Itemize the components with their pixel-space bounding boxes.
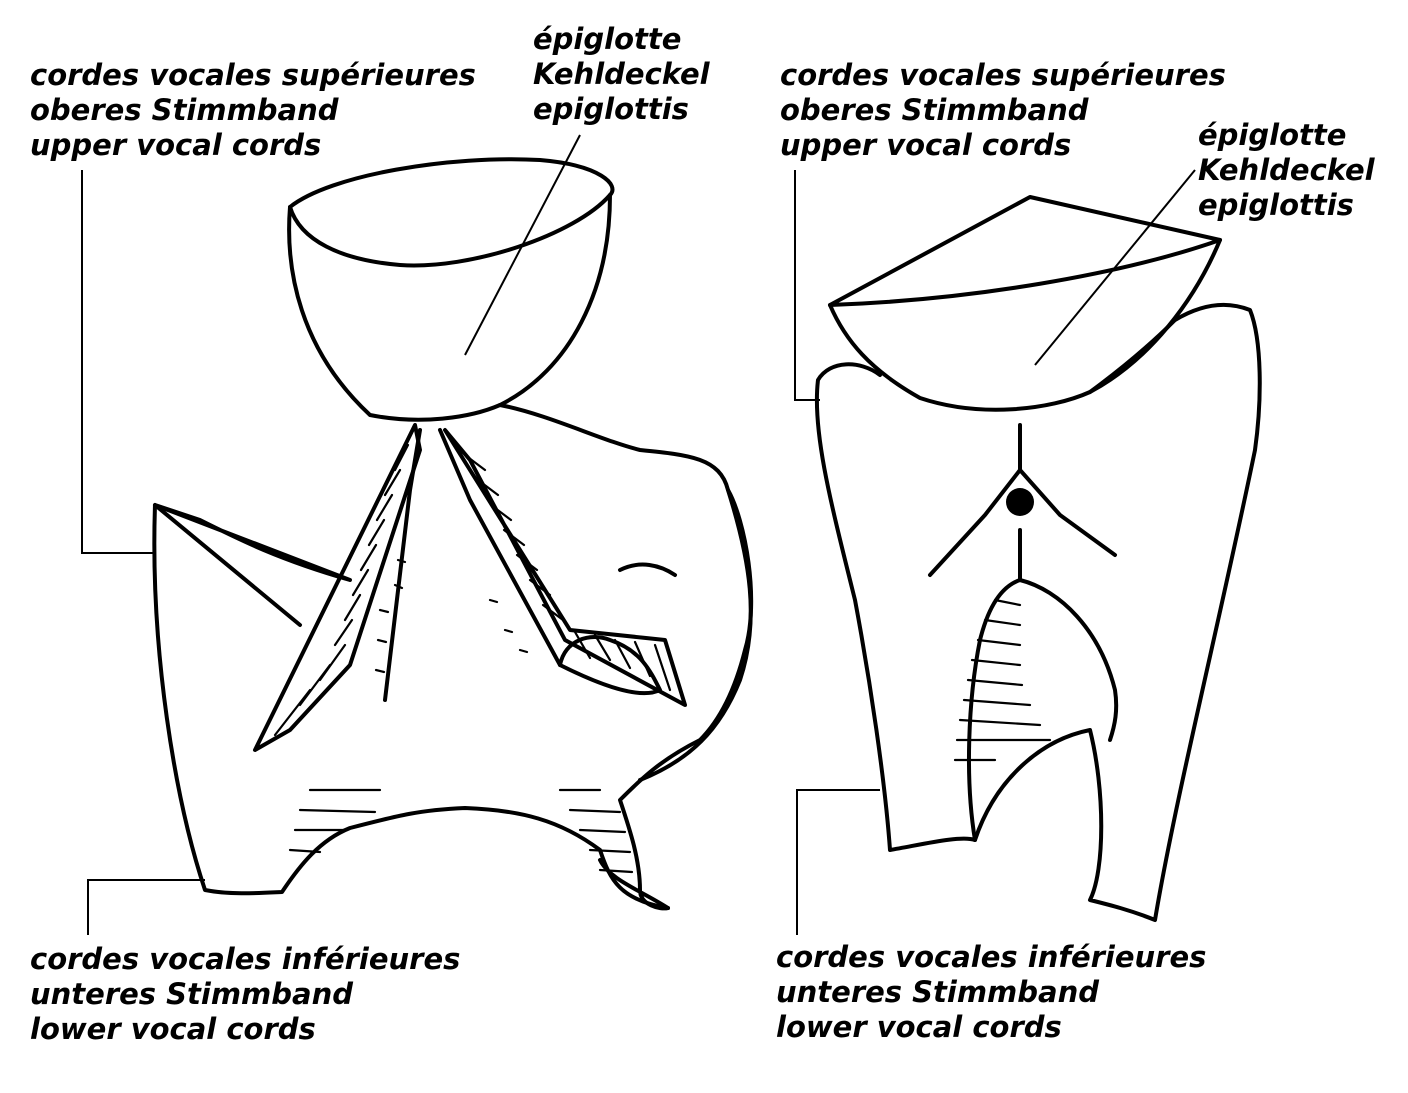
left-upper-label-de: oberes Stimmband	[30, 93, 339, 127]
right-epiglottis-rim	[828, 195, 1222, 307]
right-upper-label-fr: cordes vocales supérieures	[780, 58, 1226, 92]
right-upper-vocal-cords-label: cordes vocales supérieures oberes Stimmb…	[780, 58, 1226, 163]
right-epiglottis-label-en: epiglottis	[1198, 188, 1354, 222]
right-glottis-lines	[928, 423, 1117, 582]
left-hatching	[273, 443, 672, 874]
left-epiglottis-label: épiglotte Kehldeckel epiglottis	[533, 22, 710, 127]
left-epiglottis-leader	[464, 134, 581, 356]
right-epiglottis-bowl	[828, 238, 1222, 412]
left-cartilage-left-outline	[152, 503, 670, 910]
left-glottis-lines	[383, 428, 562, 702]
right-upper-label-de: oberes Stimmband	[780, 93, 1089, 127]
left-lower-leader	[87, 879, 205, 935]
right-upper-leader	[794, 170, 820, 401]
left-cartilage-top-left	[153, 503, 302, 627]
left-epiglottis-bowl	[287, 193, 612, 422]
right-epiglottis-label-fr: épiglotte	[1198, 118, 1347, 152]
left-upper-label-en: upper vocal cords	[30, 128, 322, 162]
left-upper-cord-left	[253, 423, 422, 752]
left-epiglottis-label-en: epiglottis	[533, 92, 689, 126]
left-epiglottis-label-fr: épiglotte	[533, 22, 682, 56]
right-epiglottis-label: épiglotte Kehldeckel epiglottis	[1198, 118, 1375, 223]
left-lower-vocal-cords-label: cordes vocales inférieures unteres Stimm…	[30, 942, 460, 1047]
left-cartilage-right-edge	[638, 488, 753, 782]
left-epiglottis-label-de: Kehldeckel	[533, 57, 710, 91]
right-cartilage-outline	[814, 302, 1262, 922]
left-upper-cord-right	[443, 428, 687, 707]
left-larynx-drawing	[152, 157, 754, 911]
left-epiglottis-rim	[288, 157, 615, 268]
right-lower-label-en: lower vocal cords	[776, 1010, 1062, 1044]
right-upper-label-en: upper vocal cords	[780, 128, 1072, 162]
right-lower-leader	[796, 789, 880, 935]
right-lower-vocal-cords-label: cordes vocales inférieures unteres Stimm…	[776, 940, 1206, 1045]
left-upper-leader	[81, 170, 155, 554]
left-lower-label-en: lower vocal cords	[30, 1012, 316, 1046]
right-larynx-drawing	[814, 195, 1262, 922]
left-lower-label-de: unteres Stimmband	[30, 977, 354, 1011]
left-upper-vocal-cords-label: cordes vocales supérieures oberes Stimmb…	[30, 58, 476, 163]
right-hatching	[953, 598, 1052, 762]
right-epiglottis-leader	[1034, 169, 1196, 366]
right-lower-label-fr: cordes vocales inférieures	[776, 940, 1207, 974]
right-epiglottis-label-de: Kehldeckel	[1198, 153, 1375, 187]
right-lower-label-de: unteres Stimmband	[776, 975, 1100, 1009]
right-inner-arch	[966, 578, 1119, 842]
left-upper-label-fr: cordes vocales supérieures	[30, 58, 476, 92]
right-glottis-node	[1006, 488, 1034, 516]
left-lower-label-fr: cordes vocales inférieures	[30, 942, 461, 976]
